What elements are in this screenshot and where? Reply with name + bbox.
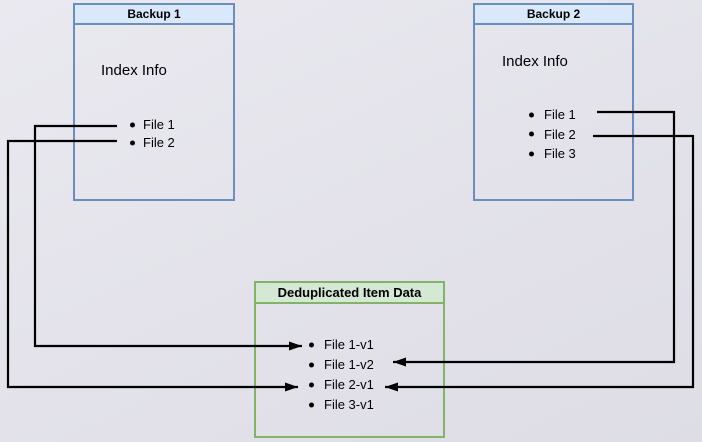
dedup-file3v1-item: File 3-v1 — [309, 395, 374, 415]
backup1-title: Backup 1 — [75, 5, 233, 25]
dedup-file2v1-item: File 2-v1 — [309, 375, 374, 395]
backup2-index-info-label: Index Info — [502, 53, 568, 70]
backup2-title: Backup 2 — [475, 5, 632, 25]
backup2-file3-item: File 3 — [529, 144, 576, 164]
backup2-box: Backup 2 Index Info File 1 File 2 File 3 — [473, 3, 634, 201]
backup1-box: Backup 1 Index Info File 1 File 2 — [73, 3, 235, 201]
backup2-file1-item: File 1 — [529, 105, 576, 125]
dedup-file1v2-item: File 1-v2 — [309, 355, 374, 375]
dedup-file-list: File 1-v1 File 1-v2 File 2-v1 File 3-v1 — [309, 335, 374, 415]
backup1-index-info-label: Index Info — [101, 62, 167, 79]
backup2-file-list: File 1 File 2 File 3 — [529, 105, 576, 164]
dedup-box: Deduplicated Item Data File 1-v1 File 1-… — [254, 281, 445, 438]
backup1-file1-item: File 1 — [130, 116, 175, 134]
dedup-title: Deduplicated Item Data — [256, 283, 443, 304]
backup2-file2-item: File 2 — [529, 125, 576, 145]
backup1-file2-item: File 2 — [130, 134, 175, 152]
dedup-file1v1-item: File 1-v1 — [309, 335, 374, 355]
backup1-file-list: File 1 File 2 — [130, 116, 175, 152]
